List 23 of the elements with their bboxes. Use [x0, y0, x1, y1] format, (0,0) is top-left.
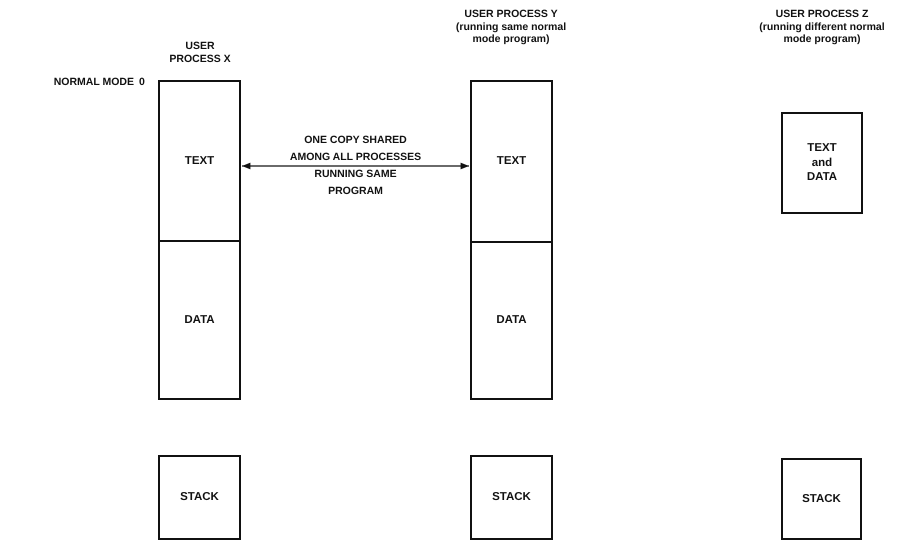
text-segment — [470, 80, 553, 243]
segment-label: STACK — [492, 490, 531, 505]
segment-label: DATA — [184, 312, 215, 328]
address-label: 0 — [139, 76, 146, 89]
stack-segment — [781, 458, 862, 540]
mode-label: NORMAL MODE — [52, 76, 134, 89]
data-segment — [470, 241, 553, 400]
column-heading: USER PROCESS Z (running different normal mode program) — [758, 8, 886, 46]
segment-label: STACK — [802, 492, 841, 506]
segment-label: TEXT and DATA — [806, 140, 838, 186]
text-data-segment — [781, 112, 863, 214]
segment-label: DATA — [496, 313, 527, 328]
column-heading: USER PROCESS Y (running same normal mode program) — [454, 8, 568, 46]
stack-segment — [470, 455, 553, 540]
data-segment — [158, 240, 241, 400]
edge-label: ONE COPY SHARED AMONG ALL PROCESSES RUNNING SAME PROGRAM — [288, 133, 422, 199]
segment-label: STACK — [180, 490, 219, 505]
segment-label: TEXT — [184, 154, 214, 168]
text-segment — [158, 80, 241, 242]
double-arrow — [242, 162, 469, 170]
column-heading: USER PROCESS X — [168, 40, 232, 66]
stack-segment — [158, 455, 241, 540]
segment-label: TEXT — [496, 154, 526, 169]
